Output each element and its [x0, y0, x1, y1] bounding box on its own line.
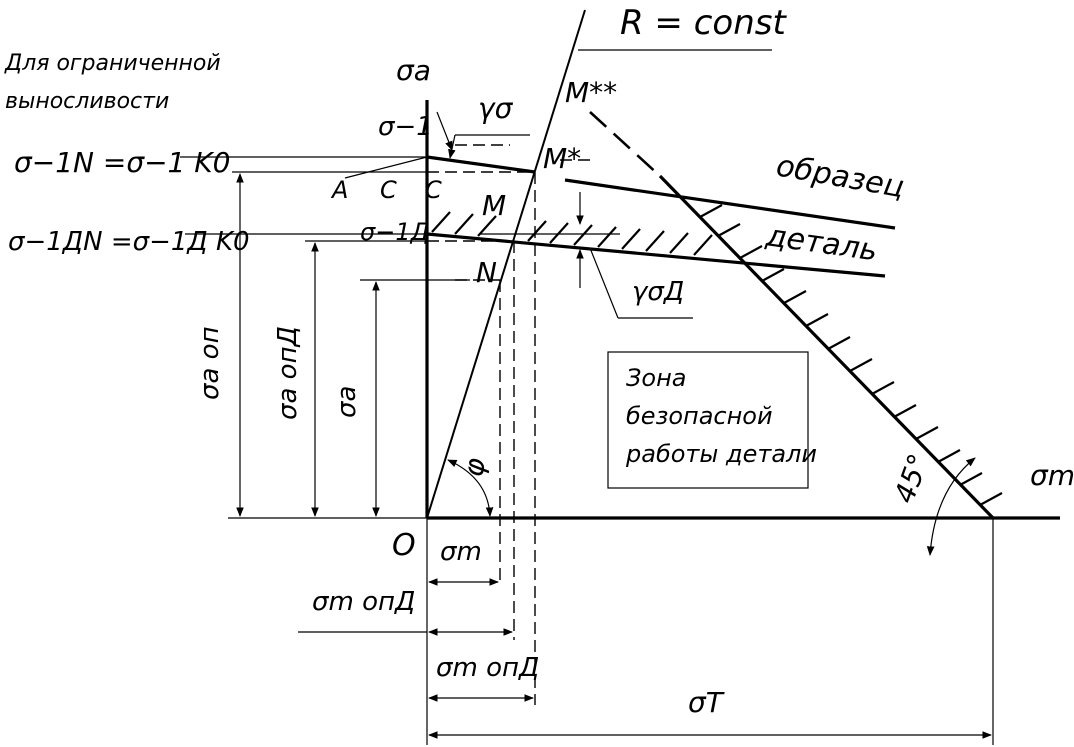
part-line-hatching [431, 211, 713, 256]
n-label: N [476, 256, 497, 289]
sigma-minus1d-label: σ−1Д [360, 218, 429, 246]
limited-endurance-line1: Для ограниченной [4, 51, 221, 76]
angle-45-arc [926, 457, 976, 556]
sigma-a-op-label: σa оп [195, 326, 225, 400]
specimen-line-ext [564, 178, 896, 230]
c-label-1: C [380, 176, 397, 204]
angle-45-label: 45° [888, 449, 936, 507]
c-label-2: C [425, 176, 442, 204]
specimen-line [426, 155, 536, 174]
m-star-label: M* [543, 142, 581, 175]
yield-line-dashed [589, 111, 661, 177]
sigma-a-opd-label: σa опД [273, 326, 303, 420]
m-label: M [482, 189, 506, 222]
sigma-m-axis-label: σm [1030, 459, 1074, 492]
phi-angle-arc [447, 459, 494, 517]
detal-label: деталь [763, 218, 880, 268]
sigma-minus1-label: σ−1 [378, 112, 433, 142]
r-const-label: R = const [620, 3, 787, 43]
sigma-t-label: σT [688, 686, 725, 719]
sigma-m-bottom-label: σm [440, 537, 482, 567]
a-leader [344, 156, 428, 179]
phi-label: φ [456, 455, 492, 479]
gamma-d-leader [589, 247, 619, 319]
limited-endurance-line2: выносливости [5, 89, 169, 114]
sigma-m-opd-label-1: σm опД [312, 587, 415, 617]
obrazec-label: образец [774, 148, 907, 205]
r-const-ray [426, 9, 586, 519]
safe-zone-box [607, 351, 809, 489]
gamma-sigma-label: γσ [478, 92, 514, 125]
m-star-star-label: M** [565, 76, 617, 109]
zone-line-1: Зона [626, 364, 686, 392]
zone-line-2: безопасной [626, 402, 773, 430]
formula-sigma-1n: σ−1N =σ−1 K0 [14, 146, 230, 179]
origin-label: O [392, 528, 416, 563]
zone-line-3: работы детали [625, 440, 817, 468]
gamma-sigma-d-label: γσД [632, 277, 684, 307]
sigma-a-axis-label: σa [396, 54, 431, 87]
sigma-m-opd-label-2: σm опД [436, 653, 539, 683]
formula-sigma-1dn: σ−1ДN =σ−1Д K0 [8, 227, 250, 257]
sigma-a-label: σa [332, 386, 362, 418]
a-label: A [330, 176, 348, 204]
sigma-minus1-arrow [436, 111, 453, 151]
gamma-sigma-arrow [448, 134, 456, 159]
